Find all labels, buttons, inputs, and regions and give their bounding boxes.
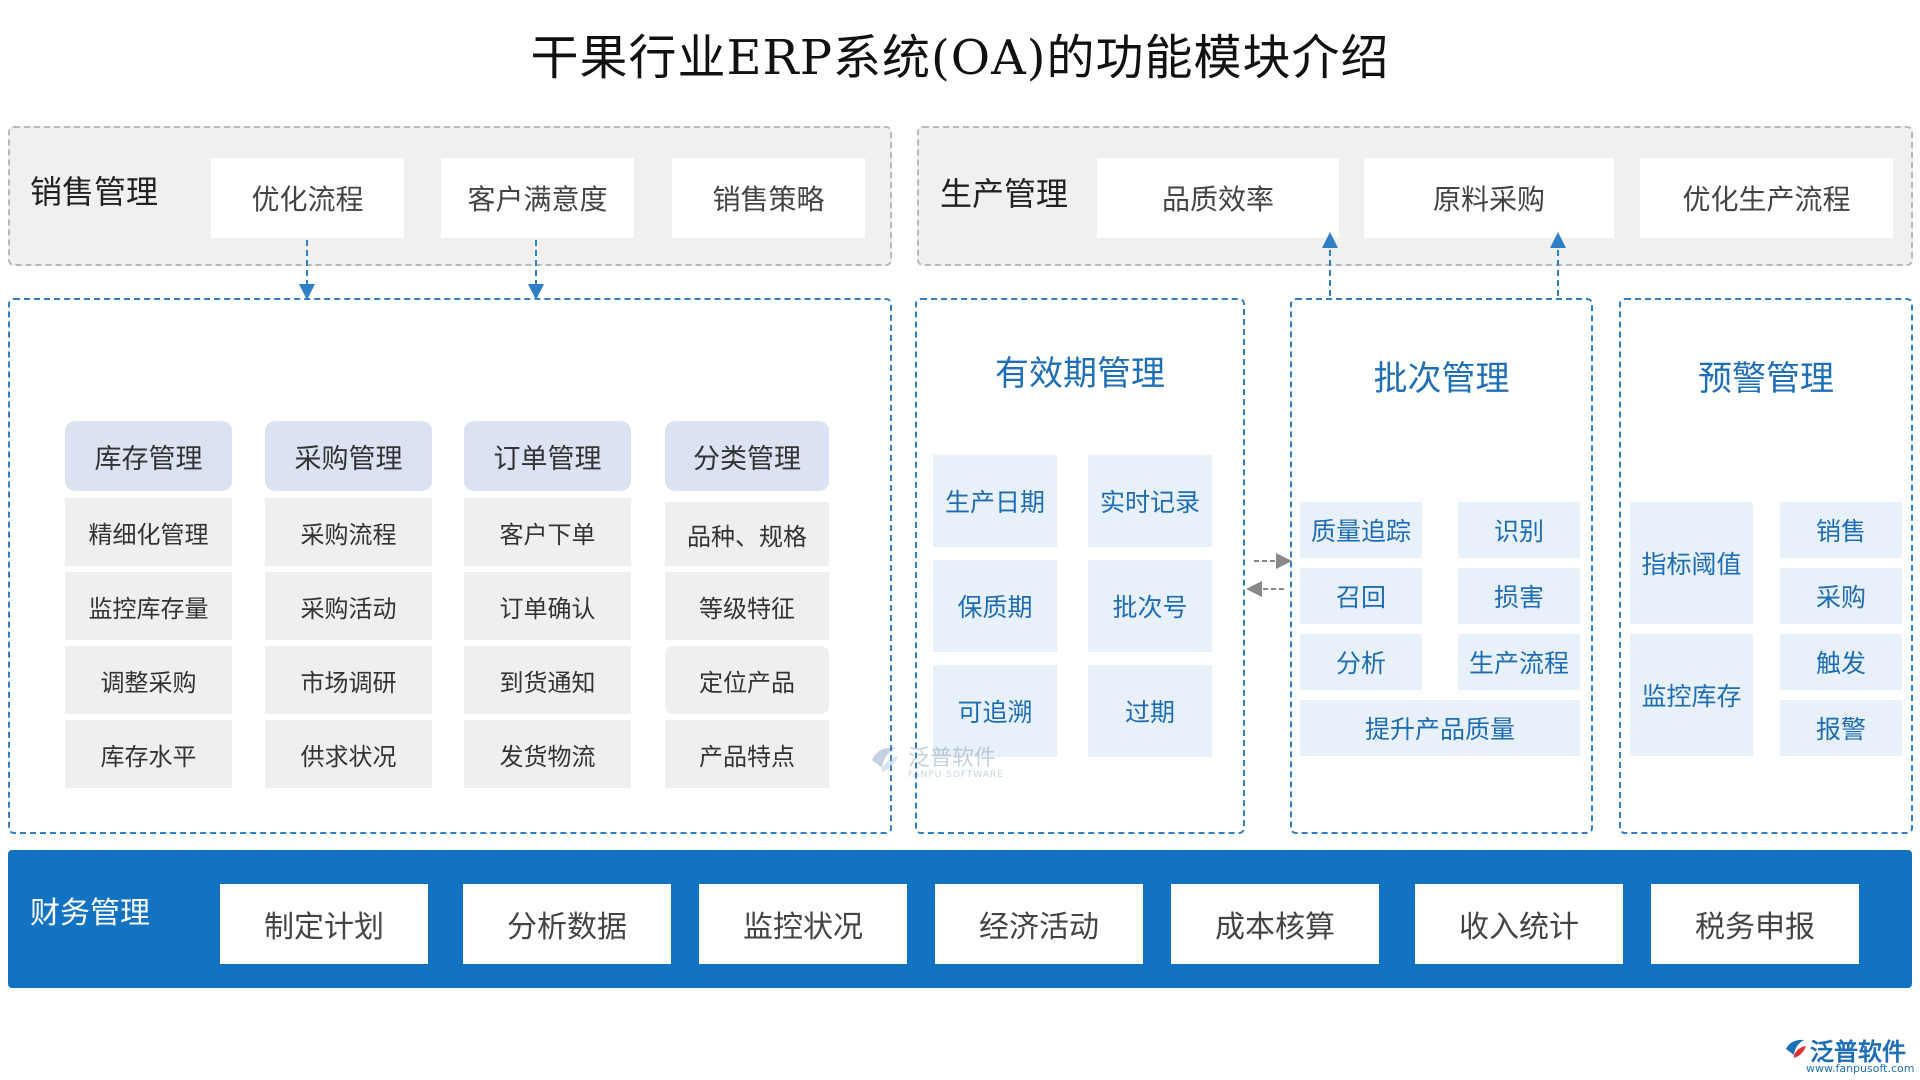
module-item: 品种、规格 [665,502,829,566]
production-item-quality-efficiency: 品质效率 [1097,158,1339,238]
warning-item: 销售 [1780,502,1902,558]
warning-title: 预警管理 [1698,358,1834,399]
module-item: 监控库存量 [65,572,232,640]
module-item: 客户下单 [464,498,631,566]
production-item-optimize-production: 优化生产流程 [1640,158,1893,238]
warning-item: 报警 [1780,700,1902,756]
batch-title: 批次管理 [1373,358,1510,399]
warning-item-monitor: 监控库存 [1630,634,1753,756]
expiry-item: 保质期 [933,560,1057,652]
production-item-raw-material: 原料采购 [1364,158,1614,238]
module-item: 等级特征 [665,572,829,640]
expiry-item: 可追溯 [933,665,1057,757]
module-head-orders: 订单管理 [464,421,631,491]
expiry-item: 生产日期 [933,455,1057,547]
batch-item: 损害 [1458,568,1580,624]
brand-logo-icon [1784,1036,1808,1060]
module-item: 市场调研 [265,646,432,714]
expiry-item: 批次号 [1088,560,1212,652]
module-head-inventory: 库存管理 [65,421,232,491]
module-item: 采购流程 [265,498,432,566]
batch-item: 质量追踪 [1300,502,1422,558]
fanpu-logo-icon [868,742,902,776]
module-item: 调整采购 [65,646,232,714]
brand-logo: 泛普软件 www.fanpusoft.com [1784,1030,1914,1076]
finance-item: 制定计划 [220,884,428,964]
module-item: 供求状况 [265,720,432,788]
page-title: 干果行业ERP系统(OA)的功能模块介绍 [530,30,1390,86]
finance-item: 分析数据 [463,884,671,964]
module-item: 订单确认 [464,572,631,640]
batch-item: 召回 [1300,568,1422,624]
sales-item-customer-satisfaction: 客户满意度 [441,158,634,238]
finance-item: 成本核算 [1171,884,1379,964]
warning-item: 采购 [1780,568,1902,624]
watermark-sub: FANPU SOFTWARE [908,770,1004,780]
finance-item: 收入统计 [1415,884,1623,964]
production-panel-label: 生产管理 [940,175,1069,213]
module-item: 定位产品 [665,646,829,714]
module-head-classification: 分类管理 [665,421,829,491]
brand-name: 泛普软件 [1810,1038,1906,1066]
batch-item: 分析 [1300,634,1422,690]
module-item: 精细化管理 [65,498,232,566]
sales-item-optimize-process: 优化流程 [211,158,404,238]
module-item: 到货通知 [464,646,631,714]
warning-item: 触发 [1780,634,1902,690]
expiry-item: 过期 [1088,665,1212,757]
module-item: 产品特点 [665,720,829,788]
batch-item-wide: 提升产品质量 [1300,700,1580,756]
watermark-name: 泛普软件 [908,746,997,771]
expiry-title: 有效期管理 [995,353,1165,394]
batch-item: 生产流程 [1458,634,1580,690]
finance-item: 监控状况 [699,884,907,964]
batch-item: 识别 [1458,502,1580,558]
finance-label: 财务管理 [30,896,150,931]
finance-item: 经济活动 [935,884,1143,964]
finance-item: 税务申报 [1651,884,1859,964]
sales-panel-label: 销售管理 [30,173,159,211]
brand-url: www.fanpusoft.com [1806,1062,1915,1075]
module-item: 库存水平 [65,720,232,788]
module-item: 采购活动 [265,572,432,640]
watermark: 泛普软件 FANPU SOFTWARE [868,738,1068,788]
expiry-item: 实时记录 [1088,455,1212,547]
module-head-purchasing: 采购管理 [265,421,432,491]
module-item: 发货物流 [464,720,631,788]
warning-item-threshold: 指标阈值 [1630,502,1753,624]
sales-item-sales-strategy: 销售策略 [672,158,865,238]
